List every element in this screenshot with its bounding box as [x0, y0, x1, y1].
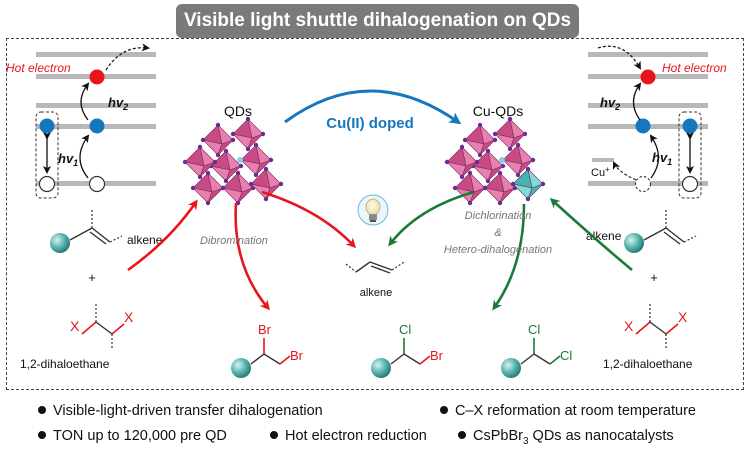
- svg-text:hv1: hv1: [652, 150, 672, 167]
- cu-doped-label: Cu(II) doped: [326, 115, 413, 132]
- energy-diagram-left: Hot electron hv2 hv1: [6, 43, 156, 199]
- svg-text:hv2: hv2: [108, 95, 128, 112]
- electron-left-a: [39, 118, 55, 134]
- arrow-qd-to-dibromide: [234, 202, 270, 311]
- bullet-1: Visible-light-driven transfer dihalogena…: [38, 403, 323, 419]
- product-dichloride: [501, 338, 561, 378]
- hetero-label: Hetero-dihalogenation: [444, 244, 552, 256]
- alkene-right: [624, 210, 697, 253]
- dihaloethane-left: [81, 304, 125, 350]
- alkene-left: [50, 210, 123, 253]
- dichlorination-label: Dichlorination: [465, 210, 532, 222]
- hole-right-a: [634, 175, 652, 193]
- hot-electron-label-left: Hot electron: [6, 61, 71, 75]
- hv2-label-right: hv: [600, 95, 616, 110]
- svg-text:hv1: hv1: [58, 151, 78, 168]
- arrow-substrate-to-qd: [127, 199, 198, 272]
- dihaloethane-label-left: 1,2-dihaloethane: [20, 357, 110, 371]
- arrow-substrate-to-cuqd: [549, 197, 633, 271]
- electron-right-a: [635, 118, 651, 134]
- hot-electron-label-right: Hot electron: [662, 61, 727, 75]
- amp-label: &: [494, 227, 501, 239]
- hv1-label-right: hv: [652, 150, 668, 165]
- x-right-b: X: [678, 309, 688, 325]
- product-chlorobromide: [371, 338, 431, 378]
- energy-diagram-right: Hot electron hv2 hv1 Cu+: [588, 45, 727, 199]
- title-banner: Visible light shuttle dihalogenation on …: [176, 4, 579, 38]
- qd-crystal: [182, 116, 284, 206]
- diagram-frame: [6, 38, 744, 390]
- product-dibromide: [231, 338, 291, 378]
- hole-right-b: [681, 175, 699, 193]
- dihaloethane-label-right: 1,2-dihaloethane: [603, 357, 693, 371]
- dihaloethane-right: [635, 304, 679, 350]
- cu-doping-arrow: [284, 89, 462, 125]
- x-left-b: X: [124, 309, 134, 325]
- electron-right-b: [682, 118, 698, 134]
- cu-plus-label: Cu: [591, 167, 605, 179]
- cl-label-a: Cl: [399, 322, 411, 337]
- bullet-3: TON up to 120,000 pre QD: [38, 428, 227, 444]
- alkene-label-center: alkene: [360, 287, 392, 299]
- br-label-c: Br: [430, 348, 444, 363]
- arrow-cuqd-to-alkene: [388, 190, 475, 247]
- bullet-4: Hot electron reduction: [270, 428, 427, 444]
- alkene-label-left: alkene: [127, 233, 163, 247]
- cl-label-b: Cl: [528, 322, 540, 337]
- hole-left-b: [88, 175, 106, 193]
- bullet-5: CsPbBr3 QDs as nanocatalysts: [458, 428, 674, 447]
- br-label-b: Br: [290, 348, 304, 363]
- arrow-cuqd-to-products: [492, 203, 526, 311]
- hv1-label-left: hv: [58, 151, 74, 166]
- bullet-2: C–X reformation at room temperature: [440, 403, 696, 419]
- hv2-label-left: hv: [108, 95, 124, 110]
- x-left-a: X: [70, 318, 80, 334]
- hole-left-a: [38, 175, 56, 193]
- electron-left-b: [89, 118, 105, 134]
- cu-qd-crystal: [444, 116, 546, 206]
- plus-right: +: [650, 270, 658, 285]
- svg-text:hv2: hv2: [600, 95, 620, 112]
- br-label-a: Br: [258, 322, 272, 337]
- svg-text:Cu+: Cu+: [591, 165, 610, 179]
- arrow-qd-to-alkene: [261, 190, 357, 249]
- dibromination-label: Dibromination: [200, 235, 268, 247]
- plus-left: +: [88, 270, 96, 285]
- cu-qds-label: Cu-QDs: [473, 103, 524, 119]
- cl-label-c: Cl: [560, 348, 572, 363]
- hot-electron-left: [89, 69, 105, 85]
- hot-electron-right: [640, 69, 656, 85]
- alkene-center: [345, 261, 405, 274]
- x-right-a: X: [624, 318, 634, 334]
- light-bulb-icon: [357, 194, 389, 226]
- qds-label: QDs: [224, 103, 252, 119]
